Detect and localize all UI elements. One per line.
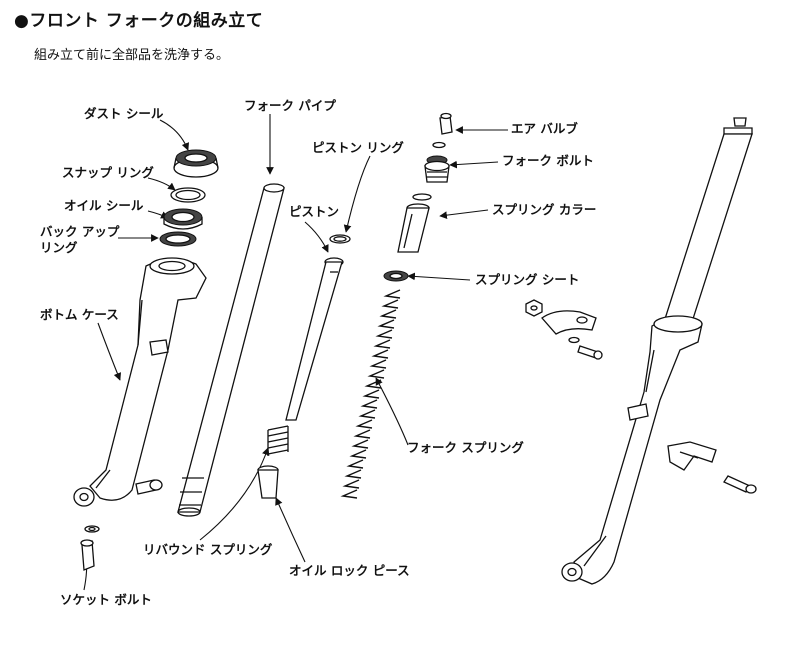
label-fork-bolt: フォーク ボルト — [502, 153, 594, 168]
rebound-spring — [267, 425, 289, 456]
side-bolt — [135, 479, 163, 495]
air-valve — [439, 112, 453, 135]
bracket-bolt — [723, 475, 757, 494]
assembled-fork — [561, 117, 753, 585]
label-backup-ring-line1: バック アップ — [40, 224, 120, 239]
fork-pipe — [177, 183, 285, 517]
oil-lock-piece — [257, 465, 279, 499]
piston-rod — [285, 257, 344, 421]
clamp-washer — [568, 336, 580, 344]
socket-bolt-washer — [84, 525, 100, 533]
spring-collar — [397, 203, 430, 253]
label-oil-seal: オイル シール — [64, 198, 144, 213]
label-fork-pipe: フォーク パイプ — [244, 98, 336, 113]
spring-seat — [383, 270, 409, 282]
leader-lines — [83, 114, 508, 591]
snap-ring — [170, 187, 206, 203]
page-title: ●フロント フォークの組み立て — [14, 11, 264, 31]
label-air-valve: エア バルブ — [511, 121, 578, 136]
label-backup-ring-line2: リング — [40, 240, 78, 255]
clamp-bolt — [577, 345, 603, 360]
oil-seal — [163, 208, 203, 230]
air-valve-oring — [432, 141, 446, 149]
socket-bolt — [80, 539, 95, 571]
fork-spring — [340, 289, 401, 499]
bottom-case — [73, 257, 207, 507]
label-snap-ring: スナップ リング — [62, 165, 154, 180]
backup-ring — [159, 231, 197, 247]
label-rebound-spring: リバウンド スプリング — [143, 542, 273, 557]
page-subtitle: 組み立て前に全部品を洗浄する。 — [34, 48, 230, 63]
label-spring-collar: スプリング カラー — [492, 202, 596, 217]
label-oil-lock-piece: オイル ロック ピース — [289, 563, 410, 578]
axle-clamp — [541, 310, 597, 335]
label-piston: ピストン — [289, 204, 339, 219]
label-spring-seat: スプリング シート — [475, 272, 579, 287]
label-socket-bolt: ソケット ボルト — [60, 592, 152, 607]
piston-ring — [329, 234, 351, 244]
dust-seal — [173, 149, 219, 178]
label-bottom-case: ボトム ケース — [40, 307, 119, 322]
label-dust-seal: ダスト シール — [84, 106, 164, 121]
fork-bolt-oring — [412, 193, 432, 201]
label-fork-spring: フォーク スプリング — [407, 440, 524, 455]
fork-bolt — [424, 155, 450, 183]
label-piston-ring: ピストン リング — [312, 140, 404, 155]
clamp-nut — [525, 299, 543, 317]
fender-bracket — [667, 441, 717, 471]
